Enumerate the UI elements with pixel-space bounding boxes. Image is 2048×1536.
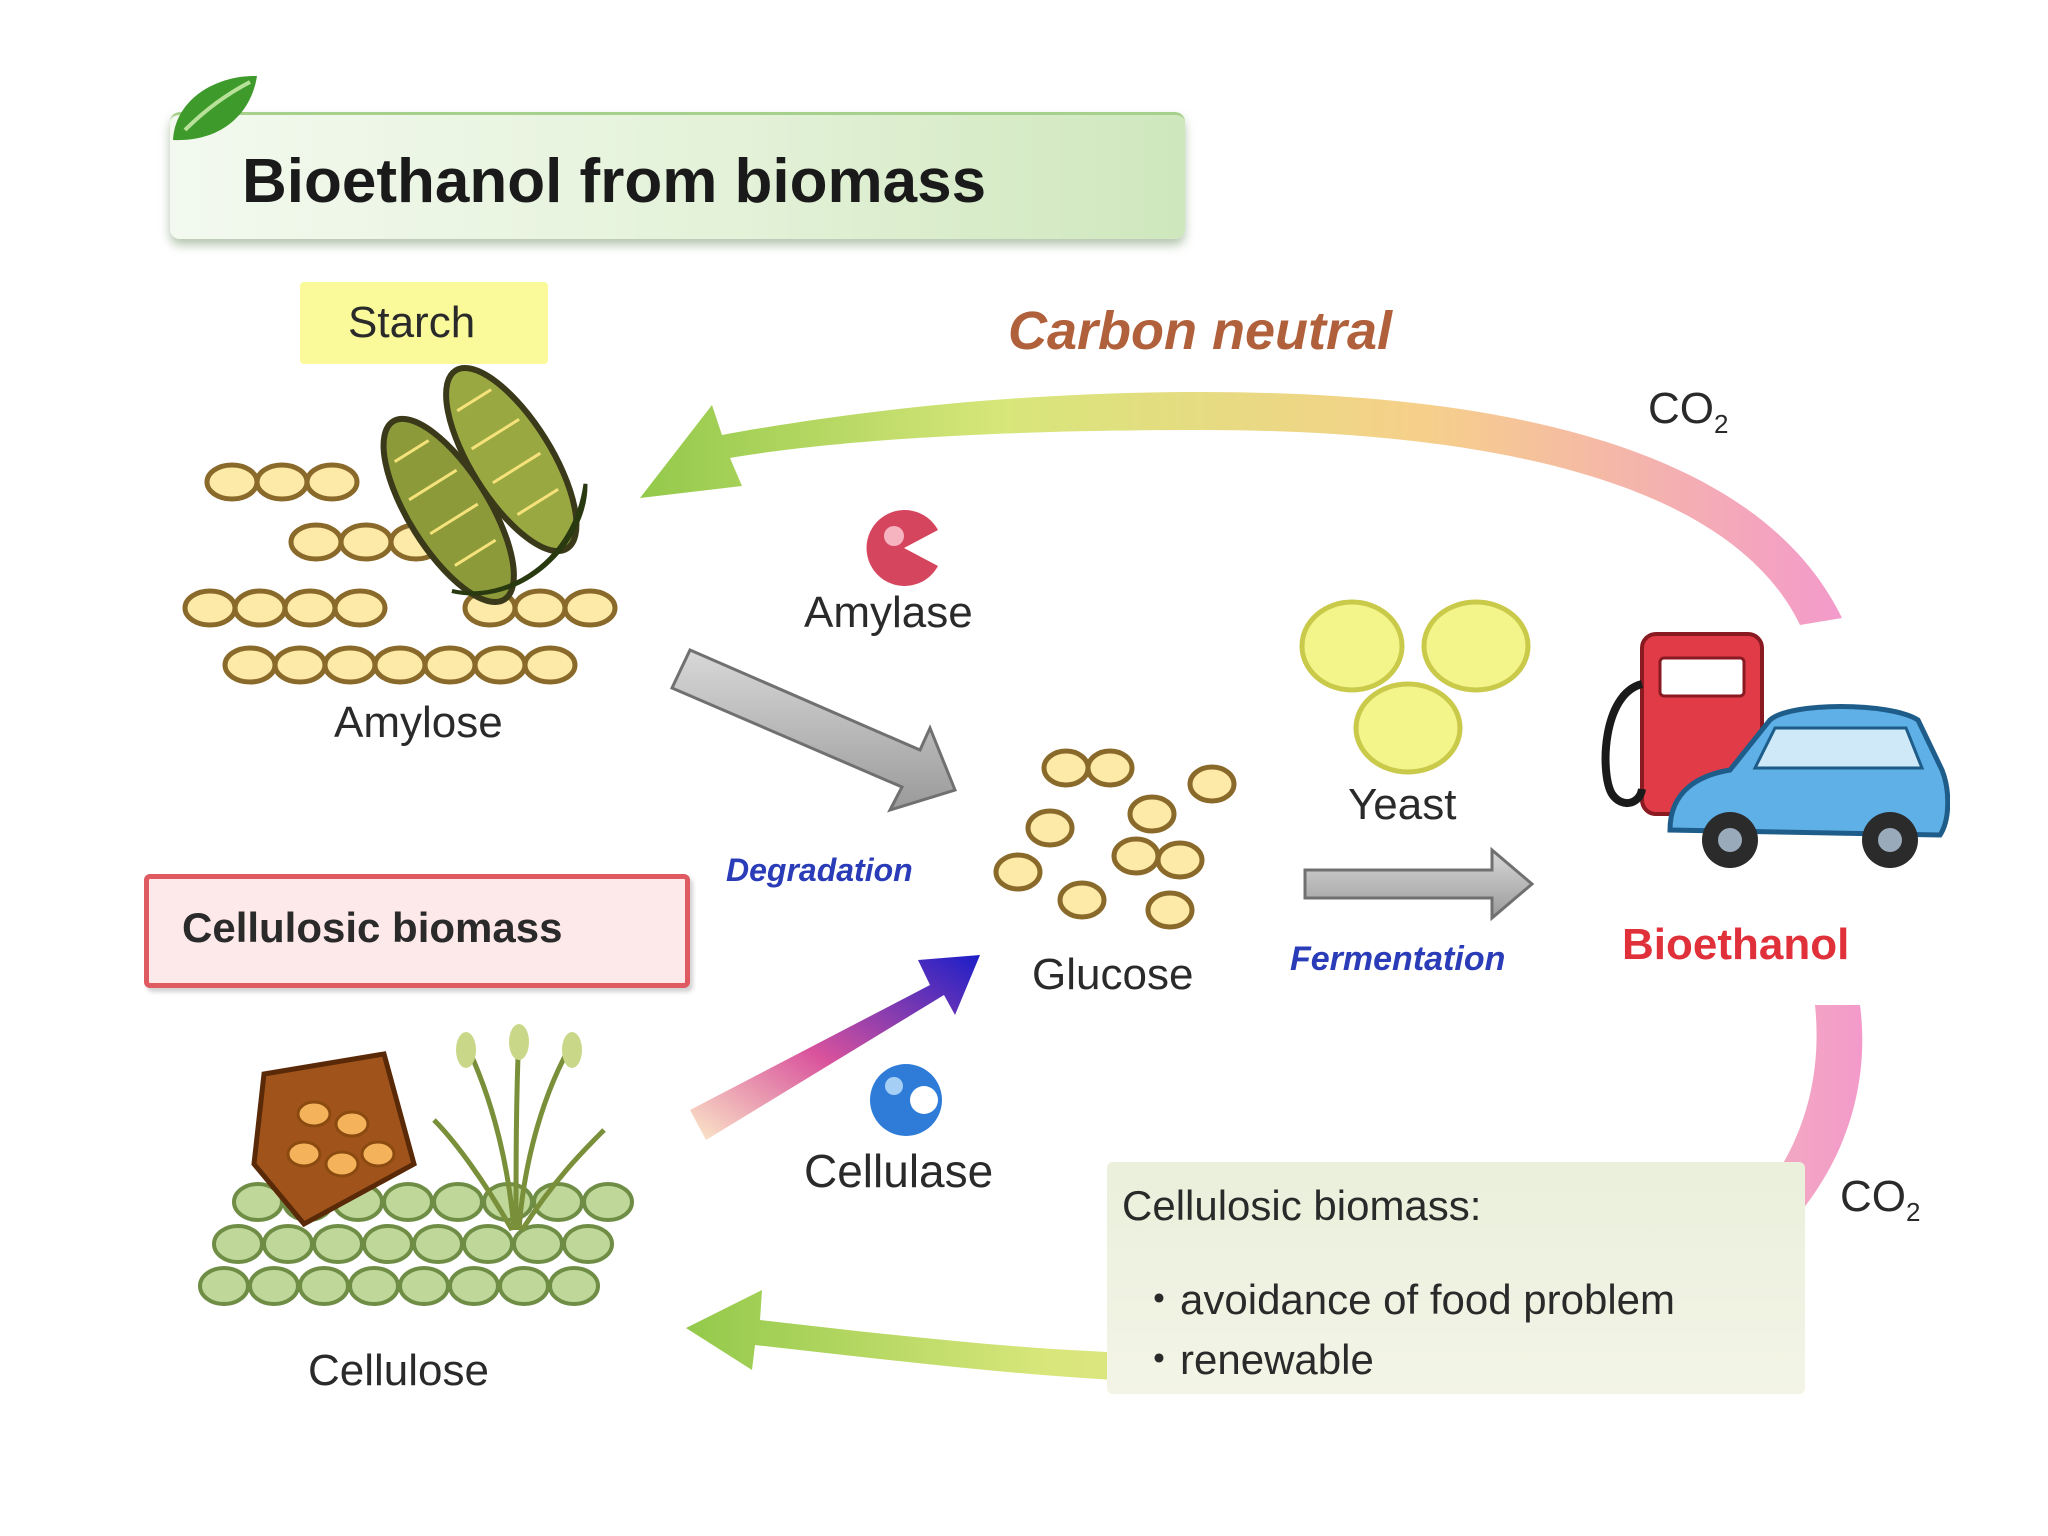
cellulase-enzyme-icon bbox=[870, 1064, 942, 1136]
amylose-molecule bbox=[182, 462, 618, 685]
degradation-arrow bbox=[669, 648, 958, 813]
amylase-label: Amylase bbox=[804, 588, 973, 637]
note-point-1: ・avoidance of food problem bbox=[1138, 1276, 1676, 1323]
cellulase-arrow bbox=[690, 955, 980, 1140]
cellulose-molecule bbox=[198, 1182, 634, 1306]
amylase-enzyme-icon bbox=[866, 510, 938, 586]
note-point-2: ・renewable bbox=[1138, 1336, 1374, 1383]
cellulase-label: Cellulase bbox=[804, 1145, 994, 1197]
cellulosic-biomass-label: Cellulosic biomass bbox=[182, 904, 563, 951]
carbon-neutral-label: Carbon neutral bbox=[1008, 301, 1393, 361]
cellulose-label: Cellulose bbox=[308, 1346, 489, 1395]
yeast-cells bbox=[1299, 599, 1531, 775]
title-banner bbox=[170, 112, 1185, 239]
degradation-label: Degradation bbox=[726, 852, 913, 888]
leaf-icon bbox=[173, 75, 257, 141]
fermentation-arrow bbox=[1303, 846, 1535, 922]
grass-icon bbox=[432, 1024, 606, 1232]
starch-label: Starch bbox=[348, 298, 476, 347]
glucose-label: Glucose bbox=[1032, 950, 1194, 999]
cellulosic-biomass-box bbox=[144, 874, 690, 988]
glucose-molecules bbox=[993, 748, 1237, 930]
co2-bottom-label: CO2 bbox=[1840, 1172, 1921, 1227]
note-heading: Cellulosic biomass: bbox=[1122, 1182, 1482, 1229]
benefits-note-box bbox=[1107, 1162, 1805, 1394]
starch-box bbox=[300, 282, 548, 364]
fermentation-label: Fermentation bbox=[1290, 940, 1506, 978]
amylose-label: Amylose bbox=[334, 698, 503, 747]
bioethanol-label: Bioethanol bbox=[1622, 920, 1850, 969]
wood-icon bbox=[251, 1051, 417, 1228]
return-arrow bbox=[686, 1005, 1863, 1385]
corn-icon bbox=[380, 365, 588, 605]
carbon-neutral-arrow bbox=[640, 392, 1842, 625]
diagram-title: Bioethanol from biomass bbox=[242, 147, 987, 216]
car-icon bbox=[1667, 704, 1950, 868]
yeast-label: Yeast bbox=[1348, 780, 1457, 829]
co2-top-label: CO2 bbox=[1648, 384, 1729, 439]
